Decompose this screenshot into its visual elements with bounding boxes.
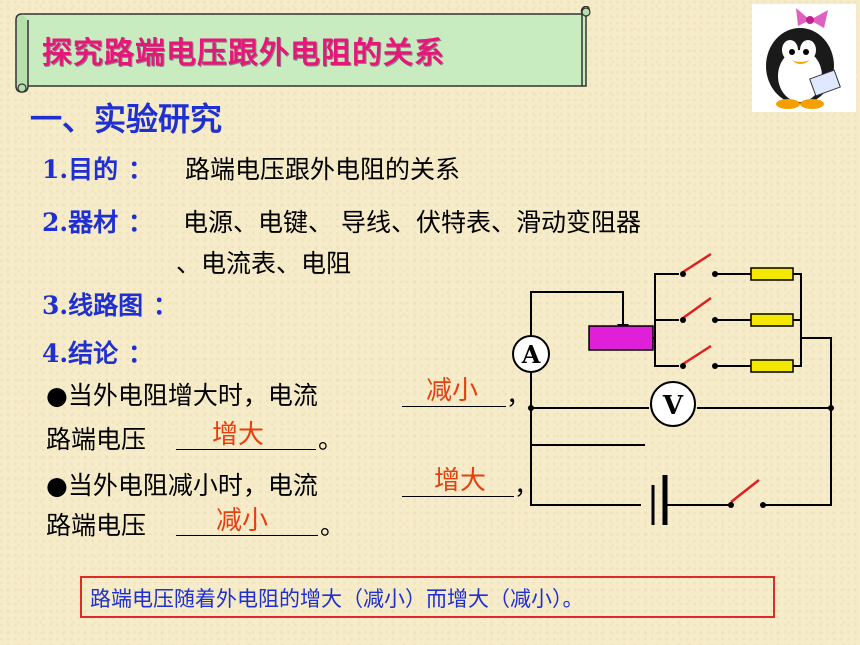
circuit-diagram: A V [512, 252, 834, 525]
case2-comma: ， [514, 471, 540, 500]
diagram-colon: ： [153, 291, 179, 320]
ammeter-label: A [521, 340, 541, 369]
conclusion-colon: ： [128, 339, 154, 368]
ammeter-icon [512, 335, 550, 373]
case1-voltage-answer: 增大 [212, 420, 265, 450]
case1-period: 。 [318, 425, 344, 454]
title-scroll [15, 6, 591, 93]
penguin-mascot-icon [752, 4, 856, 112]
case2-voltage-blank [176, 535, 318, 536]
case1-line2: 路端电压 [46, 425, 147, 454]
diagram-label: 3.线路图 [42, 291, 144, 320]
page-title: 探究路端电压跟外电阻的关系 [42, 36, 445, 71]
conclusion-label: 4.结论 [42, 339, 119, 368]
materials-line1: 电源、电键、 导线、伏特表、滑动变阻器 [183, 208, 641, 237]
purpose-text: 路端电压跟外电阻的关系 [185, 155, 461, 184]
case2-period: 。 [320, 511, 346, 540]
purpose-label: 1.目的 [42, 155, 119, 184]
case1-comma: ， [506, 381, 532, 410]
case2-current-answer: 增大 [434, 466, 487, 496]
section-heading: 一、实验研究 [30, 100, 223, 138]
voltmeter-label: V [662, 391, 684, 421]
summary-text: 路端电压随着外电阻的增大（减小）而增大（减小）。 [90, 587, 584, 611]
case2-line1: ●当外电阻减小时，电流 [46, 471, 318, 500]
voltmeter-icon [650, 381, 696, 427]
case2-current-blank [402, 496, 514, 497]
materials-line2: 、电流表、电阻 [176, 249, 352, 278]
case1-voltage-blank [176, 449, 316, 450]
summary-box [80, 576, 775, 618]
case2-line2: 路端电压 [46, 511, 147, 540]
case1-current-answer: 减小 [426, 376, 479, 406]
case1-line1: ●当外电阻增大时，电流 [46, 381, 318, 410]
purpose-colon: ： [128, 155, 154, 184]
materials-colon: ： [128, 208, 154, 237]
case2-voltage-answer: 减小 [216, 506, 269, 536]
materials-label: 2.器材 [42, 208, 119, 237]
case1-current-blank [402, 406, 506, 407]
